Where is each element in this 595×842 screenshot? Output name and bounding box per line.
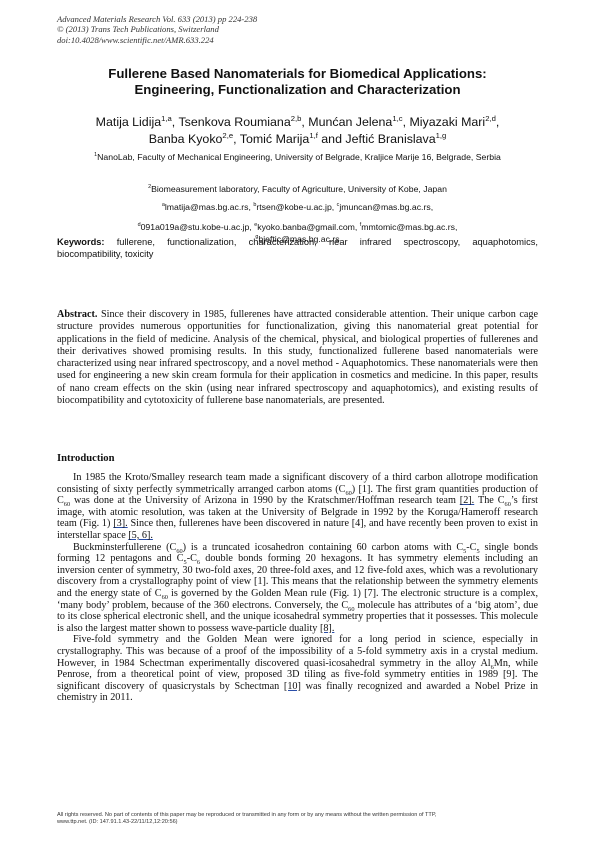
- citation-link[interactable]: [10]: [283, 680, 301, 692]
- author-name: Jeftić Branislava: [345, 132, 436, 146]
- email-link[interactable]: 091a019a@stu.kobe-u.ac.jp,: [140, 222, 255, 232]
- email-link[interactable]: lmatija@mas.bg.ac.rs,: [164, 202, 254, 212]
- abstract-label: Abstract.: [57, 309, 98, 320]
- author-emails-line-2: d091a019a@stu.kobe-u.ac.jp, ekyoko.banba…: [137, 222, 458, 244]
- paper-title: Fullerene Based Nanomaterials for Biomed…: [57, 66, 538, 98]
- email-link[interactable]: jmuncan@mas.bg.ac.rs,: [339, 202, 434, 212]
- journal-copyright: © (2013) Trans Tech Publications, Switze…: [57, 24, 219, 35]
- affiliation-1: 1NanoLab, Faculty of Mechanical Engineer…: [94, 152, 501, 162]
- citation-link[interactable]: [3].: [113, 518, 128, 530]
- affiliation-2: 2Biomeasurement laboratory, Faculty of A…: [148, 184, 447, 194]
- abstract-section: Abstract. Since their discovery in 1985,…: [57, 309, 538, 407]
- journal-citation: Advanced Materials Research Vol. 633 (20…: [57, 14, 258, 24]
- author-affiliation-marker: 1,g: [435, 130, 447, 140]
- email-link[interactable]: kyoko.banba@gmail.com,: [257, 222, 360, 232]
- author-emails-line-1: almatija@mas.bg.ac.rs, brtsen@kobe-u.ac.…: [161, 202, 434, 212]
- email-link[interactable]: rtsen@kobe-u.ac.jp,: [256, 202, 337, 212]
- citation-link[interactable]: [5, 6].: [128, 529, 153, 541]
- author-affiliation-marker: 1,a: [161, 113, 172, 123]
- author-affiliation-marker: 1,f: [309, 130, 318, 140]
- author-affiliation-marker: 1,c: [392, 113, 403, 123]
- title-line-1: Fullerene Based Nanomaterials for Biomed…: [108, 66, 487, 81]
- author-affiliation-marker: 2,e: [222, 130, 234, 140]
- author-affiliation-marker: 2,b: [290, 113, 302, 123]
- title-line-2: Engineering, Functionalization and Chara…: [134, 82, 461, 97]
- journal-header: Advanced Materials Research Vol. 633 (20…: [57, 14, 257, 45]
- section-heading-introduction: Introduction: [57, 453, 115, 464]
- email-link[interactable]: bjeftic@mas.bg.ac.rs: [258, 233, 340, 244]
- author-name: Munćan Jelena: [308, 115, 393, 129]
- author-list: Matija Lidija1,a, Tsenkova Roumiana2,b, …: [95, 113, 500, 146]
- footer-line-2: www.ttp.net. (ID: 147.91.1.43-22/11/12,1…: [57, 819, 178, 825]
- email-link[interactable]: mmtomic@mas.bg.ac.rs,: [361, 222, 458, 232]
- copyright-footer: All rights reserved. No part of contents…: [57, 812, 538, 826]
- author-name: Miyazaki Mari: [409, 115, 486, 129]
- citation-link[interactable]: [8].: [319, 622, 335, 634]
- introduction-body: In 1985 the Kroto/Smalley research team …: [57, 472, 538, 704]
- author-name: Banba Kyoko: [148, 132, 223, 146]
- author-name: Tsenkova Roumiana: [178, 115, 291, 129]
- citation-link[interactable]: [2].: [459, 495, 475, 507]
- abstract-text: Since their discovery in 1985, fullerene…: [57, 309, 538, 406]
- keywords-label: Keywords:: [57, 237, 105, 247]
- keywords-text: fullerene, functionalization, characteri…: [57, 237, 538, 260]
- paragraph: Buckminsterfullerene (C60) is a truncate…: [57, 541, 539, 634]
- author-name: Tomić Marija: [239, 132, 310, 146]
- journal-doi: doi:10.4028/www.scientific.net/AMR.633.2…: [57, 34, 214, 45]
- author-affiliation-marker: 2,d: [485, 113, 496, 123]
- keywords-section: Keywords: fullerene, functionalization, …: [57, 236, 538, 260]
- paragraph: In 1985 the Kroto/Smalley research team …: [57, 472, 538, 541]
- footer-line-1: All rights reserved. No part of contents…: [57, 812, 437, 818]
- author-name: Matija Lidija: [95, 115, 162, 129]
- paragraph: Five-fold symmetry and the Golden Mean w…: [57, 634, 538, 704]
